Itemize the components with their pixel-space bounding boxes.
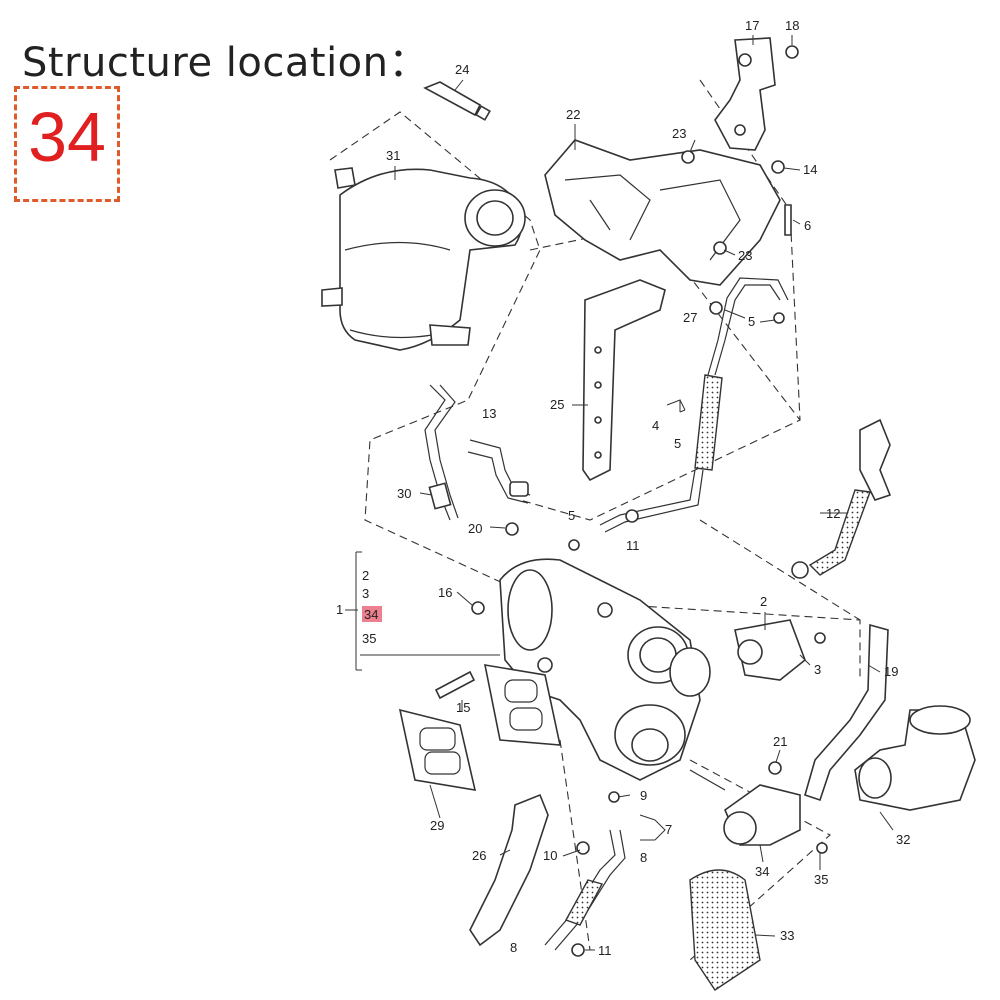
callout-12: 12 [826, 506, 840, 521]
callout-34: 34 [364, 607, 378, 622]
lambda-sensor [424, 384, 459, 521]
callout-5-upper: 5 [748, 314, 755, 329]
location-highlight-box: 34 [14, 86, 120, 202]
callout-27: 27 [683, 310, 697, 325]
callout-labels: 1 2 3 34 35 2 3 4 5 5 5 6 7 8 8 9 10 11 … [336, 18, 910, 958]
callout-29: 29 [430, 818, 444, 833]
callout-6: 6 [804, 218, 811, 233]
bracket-26 [469, 793, 549, 947]
callout-4: 4 [652, 418, 659, 433]
bracket-19 [804, 623, 889, 802]
pressure-sensor [689, 769, 801, 846]
callout-14: 14 [803, 162, 817, 177]
leader-lines [345, 35, 894, 951]
callout-10: 10 [543, 848, 557, 863]
bracket-top [714, 37, 776, 151]
callout-11-lower: 11 [598, 943, 612, 958]
callout-19: 19 [884, 664, 898, 679]
callout-8: 8 [640, 850, 647, 865]
page-title: Structure location： [22, 40, 429, 86]
grease-tube [423, 81, 491, 121]
callout-2: 2 [362, 568, 369, 583]
stud-15 [434, 670, 476, 700]
turbocharger [499, 558, 711, 781]
callout-32: 32 [896, 832, 910, 847]
intake-elbow [854, 705, 976, 811]
turbo-gasket [398, 664, 562, 791]
oil-pipe [467, 439, 531, 504]
coolant-pipe-lower [544, 829, 626, 951]
heat-shield [544, 139, 781, 286]
callout-16: 16 [438, 585, 452, 600]
coolant-hose-right [791, 418, 892, 579]
callout-7: 7 [665, 822, 672, 837]
callout-35-lower: 35 [814, 872, 828, 887]
callout-23-lower: 23 [738, 248, 752, 263]
location-number: 34 [28, 98, 106, 176]
callout-20: 20 [468, 521, 482, 536]
callout-35: 35 [362, 631, 376, 646]
callout-11: 11 [626, 538, 640, 553]
callout-33: 33 [780, 928, 794, 943]
callout-22: 22 [566, 107, 580, 122]
callout-18: 18 [785, 18, 799, 33]
callout-13: 13 [482, 406, 496, 421]
coolant-line-upper [599, 277, 789, 533]
callout-8-lower: 8 [510, 940, 517, 955]
callout-30: 30 [397, 486, 411, 501]
callout-25: 25 [550, 397, 564, 412]
callout-17: 17 [745, 18, 759, 33]
callout-1: 1 [336, 602, 343, 617]
callout-15: 15 [456, 700, 470, 715]
support-plate [582, 279, 666, 482]
boost-actuator [734, 619, 806, 681]
callout-34-highlight [362, 606, 382, 622]
callout-3-actuator: 3 [814, 662, 821, 677]
catalytic-converter [321, 167, 526, 351]
callout-31: 31 [386, 148, 400, 163]
callout-23-upper: 23 [672, 126, 686, 141]
intake-hose [689, 869, 761, 991]
callout-24: 24 [455, 62, 469, 77]
callout-3: 3 [362, 586, 369, 601]
callout-34-sensor: 34 [755, 864, 769, 879]
callout-5-hose: 5 [674, 436, 681, 451]
callout-2-actuator: 2 [760, 594, 767, 609]
callout-21: 21 [773, 734, 787, 749]
callout-9: 9 [640, 788, 647, 803]
callout-26: 26 [472, 848, 486, 863]
callout-5-mid: 5 [568, 508, 575, 523]
bolts [471, 45, 828, 957]
